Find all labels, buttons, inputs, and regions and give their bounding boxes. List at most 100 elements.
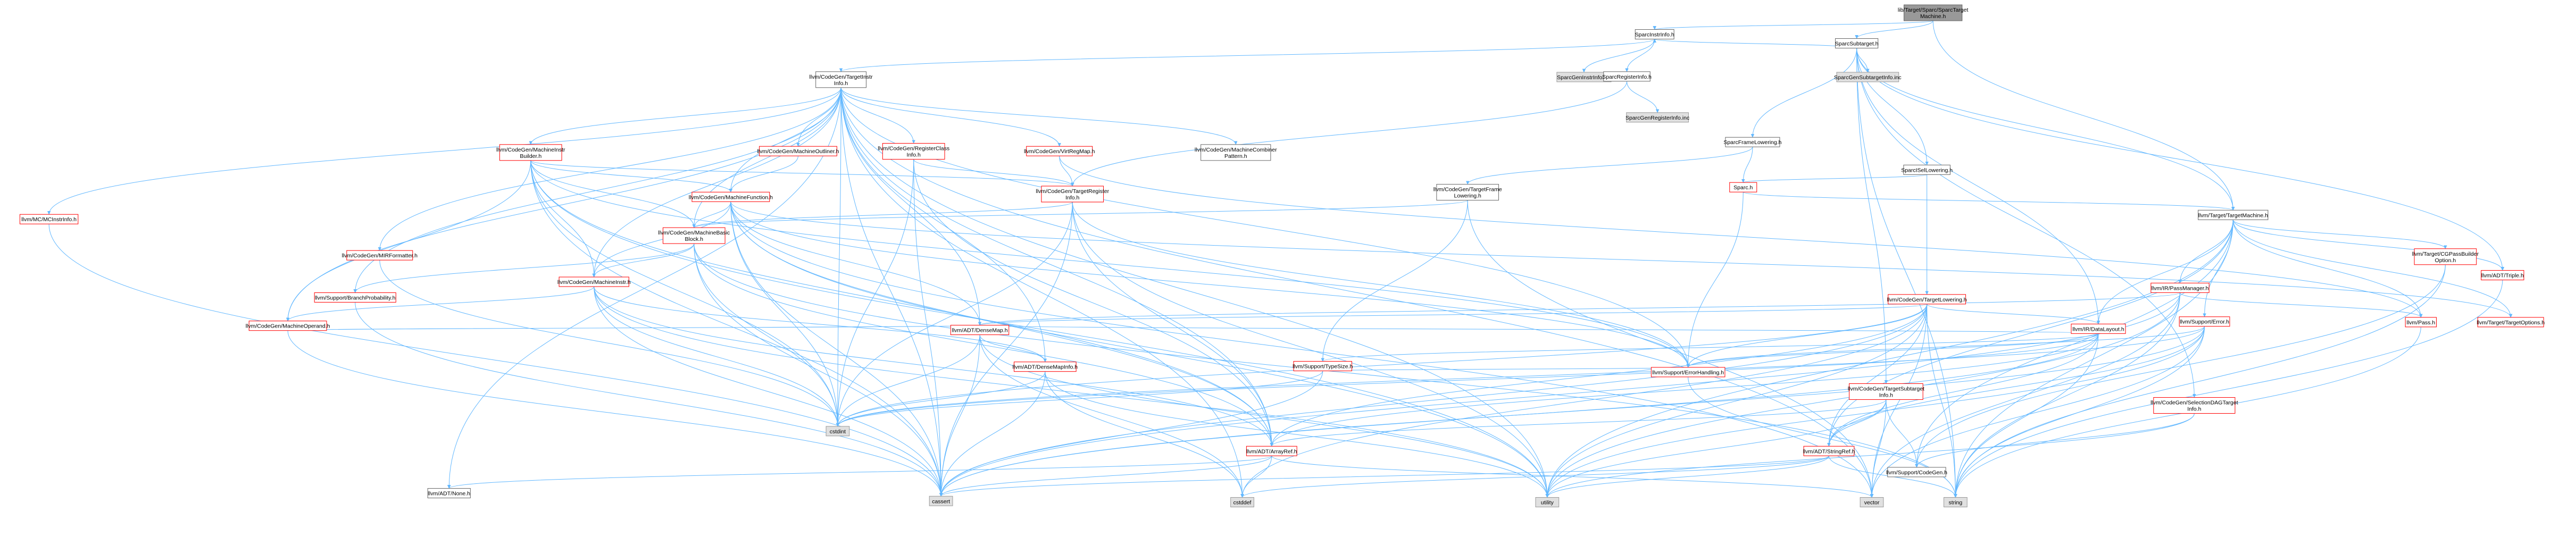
node-SparcInstrInfo[interactable]: SparcInstrInfo.h: [1635, 29, 1674, 39]
node-MachineInstr[interactable]: llvm/CodeGen/MachineInstr.h: [557, 276, 631, 287]
node-box: [691, 191, 770, 202]
edge-VirtRegMap-to-TargetRegisterInfo: [1059, 156, 1073, 186]
node-TypeSize[interactable]: llvm/Support/TypeSize.h: [1293, 361, 1353, 372]
node-label: llvm/IR/PassManager.h: [2152, 285, 2209, 291]
edge-TargetInstrInfo-to-vector: [840, 87, 1872, 498]
edge-TargetLowering-to-StringRef: [1829, 304, 1928, 446]
node-MachineOperand[interactable]: llvm/CodeGen/MachineOperand.h: [246, 321, 330, 331]
node-SparcISelLowering[interactable]: SparcISelLowering.h: [1901, 164, 1953, 175]
node-DenseMapInfo[interactable]: llvm/ADT/DenseMapInfo.h: [1013, 362, 1078, 372]
edge-SparcSubtarget-to-SparcFrameLowering: [1753, 48, 1857, 137]
node-TripleH[interactable]: llvm/ADT/Triple.h: [2481, 270, 2524, 281]
node-box: [248, 321, 327, 331]
edge-ArrayRef-to-cassert: [941, 456, 1272, 496]
edge-TargetInstrInfo-to-MachineInstrBuilder: [531, 87, 841, 145]
edge-RegisterClassInfo-to-TargetRegisterInfo: [913, 159, 1073, 186]
node-PassH[interactable]: llvm/Pass.h: [2405, 317, 2437, 328]
edge-RegisterClassInfo-to-cstdint: [838, 159, 914, 426]
edge-MachineInstrBuilder-to-MachineFunction: [530, 160, 731, 192]
edge-TargetLowering-to-DenseMap: [980, 304, 1928, 325]
node-SparcSubtarget[interactable]: SparcSubtarget.h: [1835, 38, 1879, 48]
node-MCInstrInfo[interactable]: llvm/MC/MCInstrInfo.h: [19, 214, 79, 224]
edge-TypeSize-to-cstdint: [838, 371, 1323, 426]
node-MachineOutliner[interactable]: llvm/CodeGen/MachineOutliner.h: [757, 146, 839, 156]
node-ArrayRef[interactable]: llvm/ADT/ArrayRef.h: [1246, 446, 1297, 456]
node-label: llvm/ADT/None.h: [428, 491, 471, 497]
node-SparcH[interactable]: Sparc.h: [1729, 182, 1757, 192]
node-label: llvm/ADT/Triple.h: [2481, 273, 2524, 279]
edge-CGPassBuilderOption-to-string: [1955, 264, 2446, 498]
node-ErrorHandling[interactable]: llvm/Support/ErrorHandling.h: [1650, 367, 1725, 378]
node-box: [1729, 182, 1757, 192]
edge-SupportError-to-vector: [1872, 326, 2205, 498]
edge-MachineInstrBuilder-to-TargetRegisterInfo: [530, 160, 1072, 186]
edge-DataLayout-to-DenseMap: [980, 325, 2099, 334]
node-StringRef[interactable]: llvm/ADT/StringRef.h: [1803, 446, 1855, 456]
edge-SparcSubtarget-to-TargetSubtargetInfo: [1856, 48, 1886, 383]
node-label: Block.h: [685, 236, 704, 242]
node-SparcFrameLowering[interactable]: SparcFrameLowering.h: [1723, 137, 1782, 147]
node-label: llvm/Support/ErrorHandling.h: [1652, 370, 1724, 376]
edge-MachineFunction-to-TargetOptions: [730, 202, 2511, 317]
node-label: SparcISelLowering.h: [1901, 167, 1953, 173]
node-TargetMachine[interactable]: llvm/Target/TargetMachine.h: [2198, 209, 2269, 220]
node-label: llvm/Pass.h: [2407, 320, 2436, 326]
edge-IRPassManager-to-DenseMap: [980, 292, 2181, 325]
node-label: llvm/CodeGen/SelectionDAGTarget: [2150, 400, 2238, 406]
node-TargetLowering[interactable]: llvm/CodeGen/TargetLowering.h: [1887, 294, 1967, 305]
node-TargetOptions[interactable]: llvm/Target/TargetOptions.h: [2477, 317, 2545, 328]
edge-MachineFunction-to-ErrorHandling: [730, 202, 1688, 367]
edge-TargetLowering-to-DataLayout: [1927, 304, 2098, 324]
node-IRPassManager[interactable]: llvm/IR/PassManager.h: [2150, 282, 2210, 293]
node-box: [1603, 71, 1650, 82]
node-SparcRegisterInfo[interactable]: SparcRegisterInfo.h: [1602, 71, 1652, 82]
edge-TargetInstrInfo-to-MachineCombinerPattern: [840, 87, 1236, 145]
edge-MachineInstr-to-cstdint: [594, 286, 838, 426]
node-DenseMap[interactable]: llvm/ADT/DenseMap.h: [950, 325, 1010, 336]
edge-TargetMachine-to-IRPassManager: [2180, 220, 2233, 283]
edge-TargetSubtargetInfo-to-vector: [1872, 399, 1887, 497]
node-label: SparcRegisterInfo.h: [1602, 74, 1652, 80]
node-box: [1293, 361, 1352, 372]
node-MachineFunction[interactable]: llvm/CodeGen/MachineFunction.h: [689, 191, 773, 202]
node-NoneH[interactable]: llvm/ADT/None.h: [427, 488, 471, 499]
node-label: cstddef: [1233, 500, 1252, 506]
node-VirtRegMap[interactable]: llvm/CodeGen/VirtRegMap.h: [1024, 146, 1095, 156]
edge-TargetFrameLowering-to-MachineBasicBlock: [694, 200, 1468, 228]
edge-TargetLowering-to-vector: [1872, 304, 1928, 498]
node-box: [2179, 316, 2230, 327]
node-MIRFormatter[interactable]: llvm/CodeGen/MIRFormatter.h: [342, 250, 418, 261]
edge-MachineInstrBuilder-to-MachineInstr: [530, 160, 594, 277]
edge-DenseMap-to-utility: [979, 334, 1547, 498]
node-SupportError[interactable]: llvm/Support/Error.h: [2179, 316, 2230, 327]
node-label: llvm/CodeGen/MachineFunction.h: [689, 194, 773, 200]
edge-SparcSubtarget-to-SelectionDAGTargetInfo: [1856, 48, 2195, 397]
edge-MCInstrInfo-to-cassert: [48, 224, 941, 496]
edge-SupportError-to-cstdint: [838, 326, 2205, 426]
node-DataLayout[interactable]: llvm/IR/DataLayout.h: [2071, 323, 2126, 334]
edge-TargetMachine-to-CGPassBuilderOption: [2232, 220, 2445, 248]
edge-ArrayRef-to-NoneH: [449, 455, 1272, 488]
node-box: [1944, 497, 1968, 508]
node-BranchProbability[interactable]: llvm/Support/BranchProbability.h: [314, 292, 396, 303]
node-label: SparcFrameLowering.h: [1723, 139, 1781, 146]
node-label: SparcInstrInfo.h: [1635, 31, 1674, 38]
node-label: llvm/MC/MCInstrInfo.h: [21, 216, 77, 223]
node-label: llvm/ADT/StringRef.h: [1803, 448, 1855, 455]
edge-SparcFrameLowering-to-TargetFrameLowering: [1468, 147, 1753, 184]
node-CodeGenH[interactable]: llvm/Support/CodeGen.h: [1886, 467, 1947, 477]
edge-StringRef-to-utility: [1547, 456, 1829, 497]
edge-DenseMapInfo-to-utility: [1045, 371, 1547, 498]
